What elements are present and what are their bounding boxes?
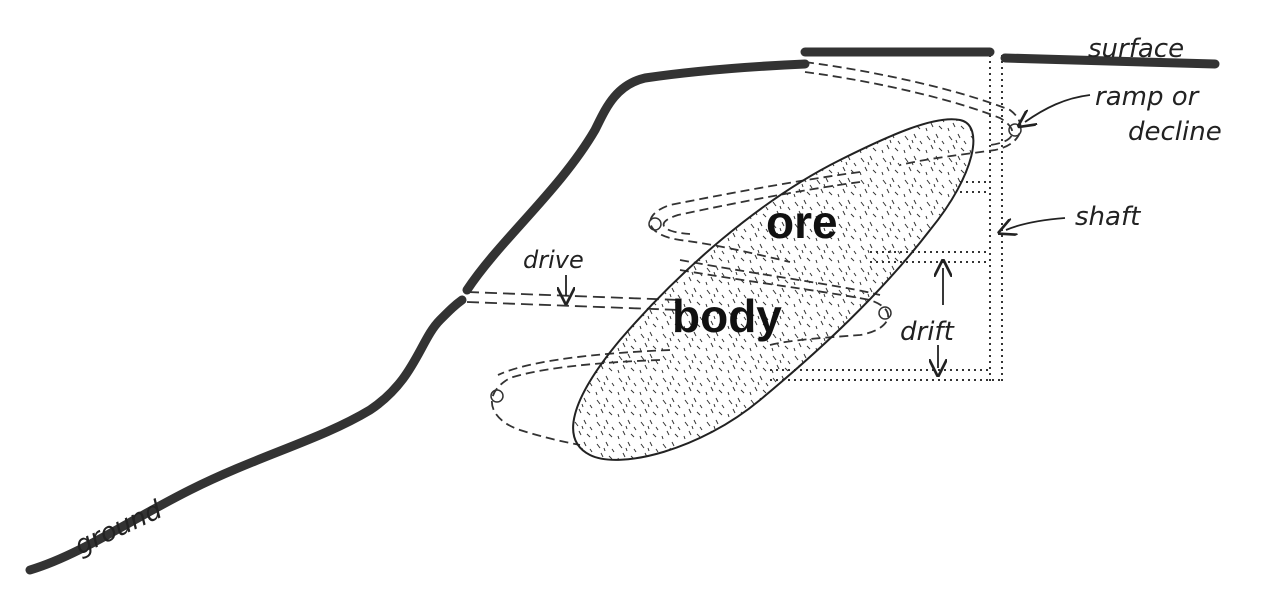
shaft-arrow bbox=[1006, 218, 1065, 230]
surface-label: surface bbox=[1088, 34, 1184, 64]
ramp-label-line2: decline bbox=[1128, 117, 1222, 147]
drive-tunnel bbox=[467, 292, 680, 310]
ore-label: ore bbox=[766, 196, 838, 248]
ramp-arrow bbox=[1025, 95, 1090, 122]
shaft-structure bbox=[990, 55, 1002, 382]
ramp-label-line1: ramp or bbox=[1095, 82, 1201, 112]
shaft-label: shaft bbox=[1075, 202, 1141, 232]
ground-label: ground bbox=[70, 495, 167, 562]
ramp-turn-marker-2 bbox=[649, 218, 661, 230]
body-label: body bbox=[672, 290, 782, 342]
drive-label: drive bbox=[523, 246, 584, 274]
ramp-turn-marker-1 bbox=[1009, 124, 1021, 136]
ramp-turn-marker-3 bbox=[879, 307, 891, 319]
drift-label: drift bbox=[900, 317, 955, 347]
